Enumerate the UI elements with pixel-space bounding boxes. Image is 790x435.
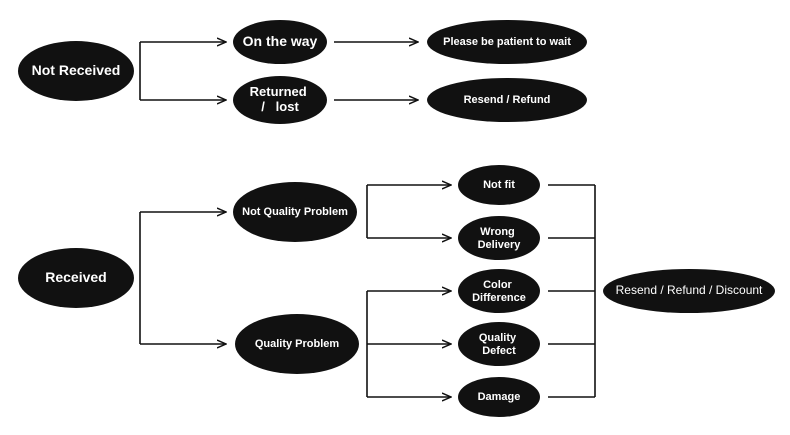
node-color-difference: Color Difference bbox=[458, 269, 540, 313]
node-color-difference-label-line2: Difference bbox=[472, 292, 526, 304]
svg-text:On the way: On the way bbox=[243, 33, 318, 49]
svg-text:Returned / lost: Returned / lost bbox=[250, 84, 311, 114]
node-received-label: Received bbox=[45, 269, 106, 285]
node-damage: Damage bbox=[458, 377, 540, 417]
node-quality-defect: Quality Defect bbox=[458, 322, 540, 366]
node-damage-label: Damage bbox=[478, 391, 521, 403]
svg-text:Not Quality Problem: Not Quality Problem bbox=[242, 206, 348, 218]
node-not-received-label: Not Received bbox=[32, 62, 121, 78]
node-not-quality-problem: Not Quality Problem bbox=[233, 182, 357, 242]
svg-text:Not Received: Not Received bbox=[32, 62, 121, 78]
node-quality-defect-label-line2: Defect bbox=[482, 345, 516, 357]
svg-text:Not fit: Not fit bbox=[483, 179, 515, 191]
node-wrong-delivery-label-line2: Delivery bbox=[478, 239, 522, 251]
svg-text:Please be patient to wait: Please be patient to wait bbox=[443, 36, 571, 48]
node-please-wait-label: Please be patient to wait bbox=[443, 36, 571, 48]
svg-text:Color Difference: Color Difference bbox=[472, 279, 526, 304]
node-not-received: Not Received bbox=[18, 41, 134, 101]
node-wrong-delivery-label-line1: Wrong bbox=[480, 226, 515, 238]
svg-text:Resend / Refund: Resend / Refund bbox=[464, 94, 551, 106]
node-quality-problem-label: Quality Problem bbox=[255, 338, 340, 350]
svg-text:Damage: Damage bbox=[478, 391, 521, 403]
node-please-wait: Please be patient to wait bbox=[427, 20, 587, 64]
svg-text:Quality Problem: Quality Problem bbox=[255, 338, 340, 350]
node-quality-defect-label-line1: Quality bbox=[479, 332, 517, 344]
node-resend-refund-label: Resend / Refund bbox=[464, 94, 551, 106]
node-resend-refund-discount-label: Resend / Refund / Discount bbox=[616, 283, 763, 297]
svg-text:Wrong Delivery: Wrong Delivery bbox=[478, 226, 522, 251]
node-quality-problem: Quality Problem bbox=[235, 314, 359, 374]
node-resend-refund: Resend / Refund bbox=[427, 78, 587, 122]
connectors-received bbox=[139, 185, 596, 397]
node-not-fit: Not fit bbox=[458, 165, 540, 205]
node-on-the-way: On the way bbox=[233, 20, 327, 64]
node-on-the-way-label: On the way bbox=[243, 33, 318, 49]
svg-text:Received: Received bbox=[45, 269, 106, 285]
connectors-not-received bbox=[139, 42, 418, 100]
node-resend-refund-discount: Resend / Refund / Discount bbox=[603, 269, 775, 313]
svg-text:Quality Defect: Quality Defect bbox=[479, 332, 519, 357]
node-returned-lost: Returned / lost bbox=[233, 76, 327, 124]
node-received: Received bbox=[18, 248, 134, 308]
node-returned-lost-label-line2: / lost bbox=[261, 99, 299, 114]
node-wrong-delivery: Wrong Delivery bbox=[458, 216, 540, 260]
node-returned-lost-label-line1: Returned bbox=[250, 84, 307, 99]
node-color-difference-label-line1: Color bbox=[483, 279, 512, 291]
node-not-quality-problem-label: Not Quality Problem bbox=[242, 206, 348, 218]
svg-text:Resend / Refund / Discount: Resend / Refund / Discount bbox=[616, 283, 763, 297]
node-not-fit-label: Not fit bbox=[483, 179, 515, 191]
